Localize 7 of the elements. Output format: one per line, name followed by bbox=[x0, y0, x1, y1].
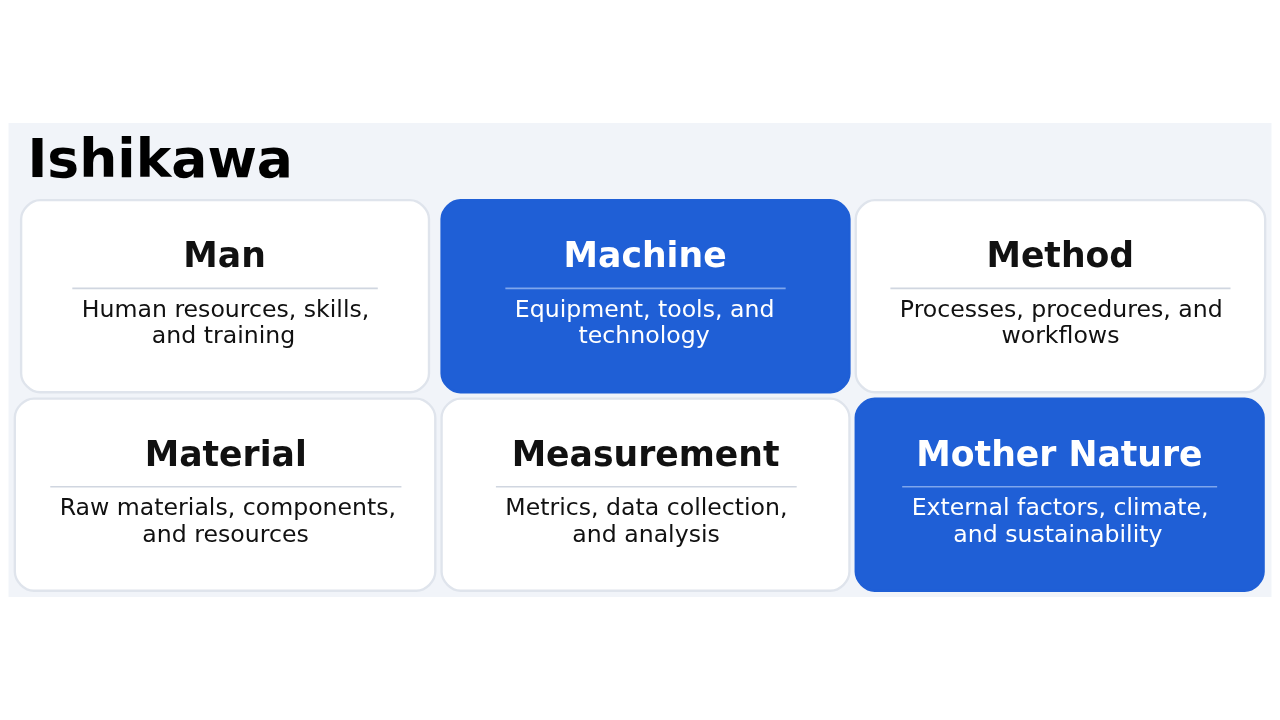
node-box: Man Human resources, skills, and training bbox=[19, 199, 431, 394]
node-box: Machine Equipment, tools, and technology bbox=[440, 199, 851, 394]
node-box: Method Processes, procedures, and workflows bbox=[854, 199, 1267, 394]
node-box: Measurement Metrics, data collection, and analysis bbox=[440, 397, 851, 592]
node-box: Mother Nature External factors, climate, and sustainability bbox=[854, 397, 1265, 592]
node-box: Material Raw materials, components, and resources bbox=[13, 397, 437, 592]
diagram-title: Ishikawa bbox=[27, 126, 293, 190]
